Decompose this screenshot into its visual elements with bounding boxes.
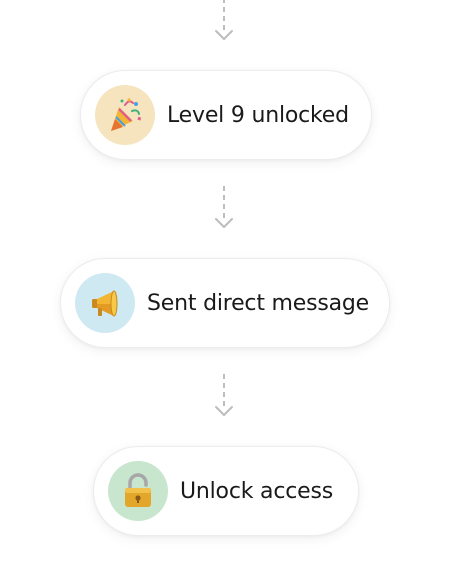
step-label: Sent direct message	[147, 290, 370, 316]
party-popper-icon	[95, 85, 155, 145]
flow-step-sent-direct-message[interactable]: Sent direct message	[60, 258, 390, 348]
megaphone-icon	[75, 273, 135, 333]
step-label: Level 9 unlocked	[167, 102, 349, 128]
flow-step-level-unlocked[interactable]: Level 9 unlocked	[80, 70, 372, 160]
step-label: Unlock access	[180, 478, 333, 504]
flow-step-unlock-access[interactable]: Unlock access	[93, 446, 359, 536]
flow-connector	[209, 0, 239, 46]
flow-connector	[209, 186, 239, 234]
padlock-icon	[108, 461, 168, 521]
flow-connector	[209, 374, 239, 422]
